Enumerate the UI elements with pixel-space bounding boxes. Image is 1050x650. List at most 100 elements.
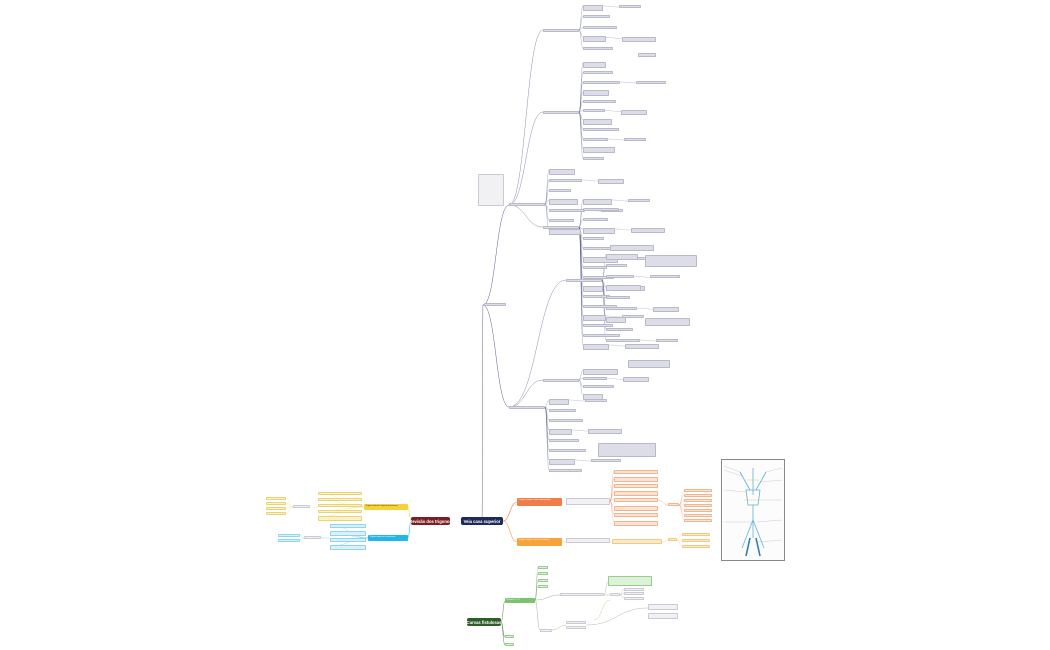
leaf-node[interactable] bbox=[606, 338, 640, 342]
leaf-node[interactable] bbox=[621, 109, 647, 115]
leaf-node[interactable] bbox=[538, 565, 548, 569]
leaf-node[interactable] bbox=[318, 503, 362, 507]
leaf-node[interactable] bbox=[623, 377, 649, 383]
leaf-node[interactable] bbox=[549, 418, 583, 422]
leaf-node[interactable] bbox=[583, 71, 613, 74]
leaf-node[interactable] bbox=[293, 505, 310, 508]
leaf-node[interactable] bbox=[684, 498, 712, 502]
leaf-node[interactable] bbox=[583, 304, 617, 308]
leaf-node[interactable] bbox=[583, 368, 618, 375]
leaf-node[interactable] bbox=[614, 505, 658, 511]
topic-node[interactable] bbox=[509, 202, 545, 206]
leaf-node[interactable] bbox=[645, 255, 697, 267]
leaf-node[interactable] bbox=[606, 296, 630, 299]
leaf-node[interactable] bbox=[549, 438, 579, 442]
leaf-node[interactable] bbox=[583, 118, 612, 125]
leaf-node[interactable] bbox=[583, 15, 610, 18]
leaf-node[interactable] bbox=[549, 428, 572, 435]
leaf-node[interactable] bbox=[619, 5, 641, 8]
leaf-node[interactable] bbox=[583, 61, 606, 68]
leaf-node[interactable] bbox=[583, 4, 603, 11]
leaf-node[interactable] bbox=[583, 227, 615, 234]
leaf-node[interactable] bbox=[648, 613, 678, 619]
leaf-node[interactable] bbox=[304, 536, 321, 539]
note-block[interactable] bbox=[478, 174, 504, 206]
leaf-node[interactable] bbox=[330, 530, 366, 536]
leaf-node[interactable] bbox=[583, 147, 615, 153]
leaf-node[interactable] bbox=[266, 501, 286, 505]
leaf-node[interactable] bbox=[538, 584, 548, 588]
leaf-node[interactable] bbox=[505, 635, 514, 638]
leaf-node[interactable] bbox=[625, 344, 659, 349]
leaf-node[interactable] bbox=[682, 538, 710, 542]
leaf-node[interactable] bbox=[549, 448, 586, 452]
leaf-node[interactable] bbox=[583, 285, 603, 292]
leaf-node[interactable] bbox=[583, 333, 620, 337]
leaf-node[interactable] bbox=[606, 285, 641, 292]
leaf-node[interactable] bbox=[636, 81, 666, 84]
leaf-node[interactable] bbox=[583, 25, 617, 29]
leaf-node[interactable] bbox=[622, 315, 644, 318]
branch-orange-2[interactable]: Origem e papel: veia cava superior bbox=[517, 538, 562, 546]
leaf-node[interactable] bbox=[628, 199, 650, 202]
leaf-node[interactable] bbox=[583, 90, 609, 96]
leaf-node[interactable] bbox=[549, 458, 575, 465]
leaf-node[interactable] bbox=[631, 228, 665, 233]
leaf-node[interactable] bbox=[583, 376, 607, 380]
leaf-node[interactable] bbox=[549, 208, 585, 212]
leaf-node[interactable] bbox=[583, 208, 619, 212]
leaf-node[interactable] bbox=[583, 198, 612, 205]
leaf-node[interactable] bbox=[278, 538, 300, 542]
leaf-node[interactable] bbox=[653, 307, 679, 313]
leaf-node[interactable] bbox=[648, 604, 678, 610]
topic-node[interactable] bbox=[509, 405, 545, 409]
leaf-node[interactable] bbox=[598, 179, 624, 184]
leaf-node[interactable] bbox=[606, 327, 633, 331]
leaf-node[interactable] bbox=[585, 399, 607, 402]
leaf-node[interactable] bbox=[583, 156, 604, 160]
central-node-vcs[interactable]: Veia cava superior bbox=[461, 517, 503, 525]
leaf-node[interactable] bbox=[614, 469, 658, 474]
leaf-node[interactable] bbox=[549, 398, 569, 405]
leaf-node[interactable] bbox=[668, 538, 677, 541]
note-block[interactable] bbox=[566, 538, 610, 543]
leaf-node[interactable] bbox=[612, 539, 662, 544]
leaf-node[interactable] bbox=[645, 318, 690, 326]
leaf-node[interactable] bbox=[606, 253, 638, 260]
branch-green[interactable]: Fístulas 1, 2, 3 bbox=[505, 598, 535, 603]
leaf-node[interactable] bbox=[684, 493, 712, 497]
leaf-node[interactable] bbox=[606, 306, 637, 310]
leaf-node[interactable] bbox=[549, 218, 574, 222]
leaf-node[interactable] bbox=[583, 385, 614, 389]
branch-cyan[interactable]: Trígono posterior do pescoço bbox=[368, 535, 408, 541]
leaf-node[interactable] bbox=[628, 360, 670, 368]
leaf-node[interactable] bbox=[549, 228, 581, 235]
leaf-node[interactable] bbox=[549, 468, 582, 472]
leaf-node[interactable] bbox=[684, 508, 712, 512]
leaf-node[interactable] bbox=[624, 591, 644, 595]
leaf-node[interactable] bbox=[560, 593, 604, 596]
leaf-node[interactable] bbox=[583, 256, 618, 263]
leaf-node[interactable] bbox=[318, 491, 362, 495]
leaf-node[interactable] bbox=[583, 217, 608, 221]
leaf-node[interactable] bbox=[624, 138, 646, 141]
leaf-node[interactable] bbox=[608, 576, 652, 586]
leaf-node[interactable] bbox=[583, 46, 613, 50]
leaf-node[interactable] bbox=[614, 497, 658, 502]
leaf-node[interactable] bbox=[668, 503, 679, 506]
topic-node[interactable] bbox=[484, 303, 506, 306]
topic-node[interactable] bbox=[543, 378, 579, 382]
leaf-node[interactable] bbox=[566, 621, 586, 624]
leaf-node[interactable] bbox=[684, 518, 712, 522]
leaf-node[interactable] bbox=[583, 314, 606, 321]
leaf-node[interactable] bbox=[318, 497, 362, 501]
leaf-node[interactable] bbox=[330, 523, 366, 528]
leaf-node[interactable] bbox=[610, 245, 654, 251]
note-block[interactable] bbox=[566, 498, 610, 505]
leaf-node[interactable] bbox=[583, 343, 609, 350]
leaf-node[interactable] bbox=[622, 36, 656, 42]
leaf-node[interactable] bbox=[330, 544, 366, 550]
topic-node[interactable] bbox=[543, 110, 579, 114]
leaf-node[interactable] bbox=[682, 532, 710, 536]
leaf-node[interactable] bbox=[330, 537, 366, 542]
